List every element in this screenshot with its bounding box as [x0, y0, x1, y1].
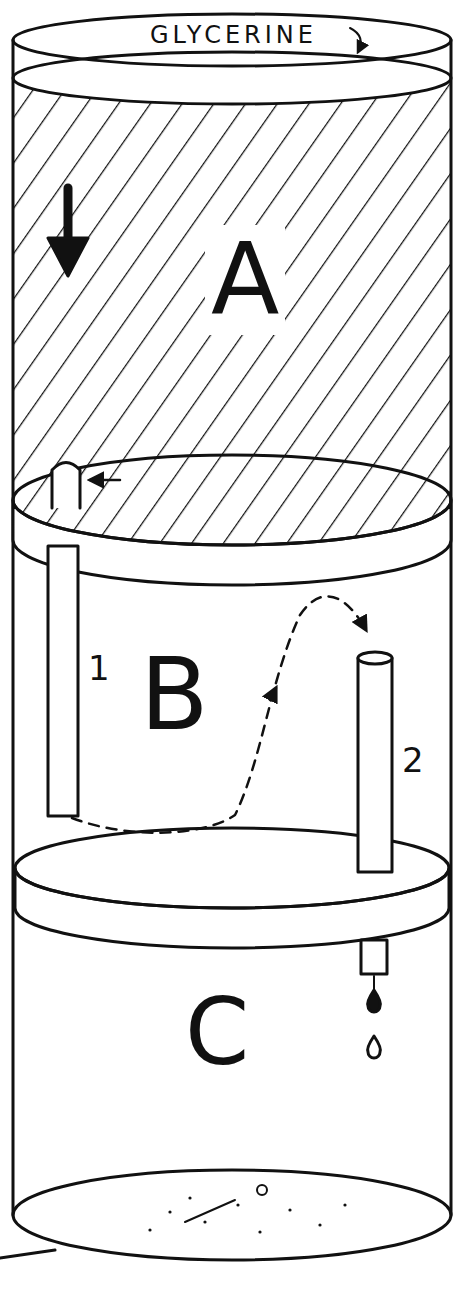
- glycerine-surface: [13, 52, 451, 104]
- flow-arrow: [64, 188, 73, 245]
- chamber-label: B: [140, 640, 209, 750]
- tube: [358, 658, 392, 872]
- upper-disk: [13, 455, 451, 545]
- outlet: [361, 940, 387, 974]
- flow-path: [72, 596, 366, 832]
- callout-number: 2: [402, 742, 424, 779]
- liquid-label: GLYCERINE: [150, 22, 317, 48]
- callout-number: 1: [88, 650, 110, 687]
- drop: [368, 1036, 381, 1058]
- chamber-label: C: [185, 982, 249, 1083]
- glycerine-fill: [13, 78, 451, 545]
- tube: [358, 652, 392, 664]
- speckles: [148, 1196, 346, 1233]
- trickle: [185, 1200, 235, 1222]
- pointer-arrow: [90, 479, 120, 482]
- drip: [373, 976, 375, 990]
- puddle: [257, 1185, 267, 1195]
- base: [13, 1170, 451, 1260]
- stand-line: [0, 1250, 55, 1258]
- pointer-arrow: [350, 28, 361, 52]
- drop: [368, 990, 381, 1012]
- flow-arrow: [48, 238, 88, 276]
- flow-path: [270, 688, 276, 700]
- valve: [52, 463, 80, 509]
- tube: [48, 546, 78, 816]
- chamber-label: A: [205, 225, 285, 335]
